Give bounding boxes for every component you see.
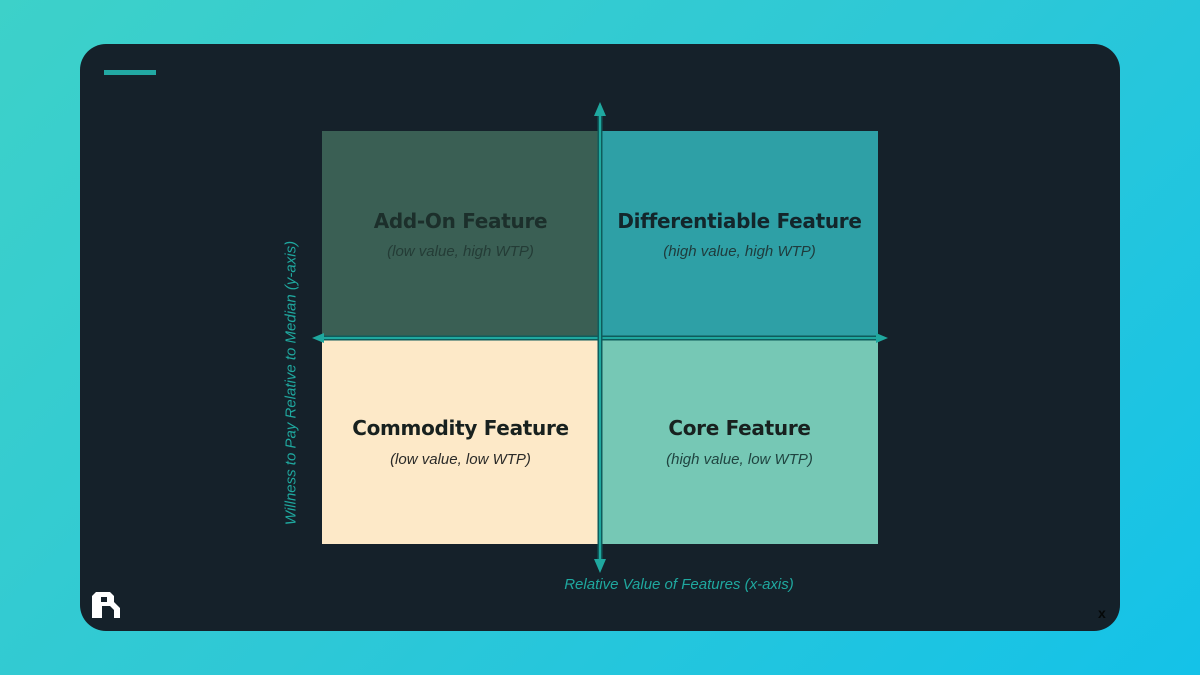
quadrant-title: Add-On Feature (373, 209, 548, 233)
brand-logo-icon (92, 592, 120, 618)
accent-bar (104, 70, 156, 75)
quadrant-core-feature: Core Feature (high value, low WTP) (601, 339, 878, 544)
quadrant-subtitle: (low value, low WTP) (390, 451, 531, 468)
slide-card: Add-On Feature (low value, high WTP) Dif… (80, 44, 1120, 631)
x-axis-label: Relative Value of Features (x-axis) (564, 576, 794, 593)
y-axis-down-arrow-icon (594, 559, 606, 573)
quadrant-title: Commodity Feature (352, 416, 569, 440)
x-axis-left-arrow-icon (312, 333, 324, 343)
quadrant-add-on-feature: Add-On Feature (low value, high WTP) (322, 131, 599, 336)
quadrant-commodity-feature: Commodity Feature (low value, low WTP) (322, 339, 599, 544)
quadrant-differentiable-feature: Differentiable Feature (high value, high… (601, 131, 878, 336)
quadrant-subtitle: (low value, high WTP) (387, 243, 534, 260)
axes (312, 102, 888, 573)
quadrant-title: Core Feature (668, 416, 811, 440)
y-axis-label: Willness to Pay Relative to Median (y-ax… (282, 240, 300, 526)
corner-mark: x (1098, 605, 1106, 621)
x-axis-right-arrow-icon (876, 333, 888, 343)
quadrant-subtitle: (high value, high WTP) (663, 243, 816, 260)
quadrant-subtitle: (high value, low WTP) (666, 451, 813, 468)
y-axis-up-arrow-icon (594, 102, 606, 116)
quadrant-title: Differentiable Feature (617, 209, 862, 233)
